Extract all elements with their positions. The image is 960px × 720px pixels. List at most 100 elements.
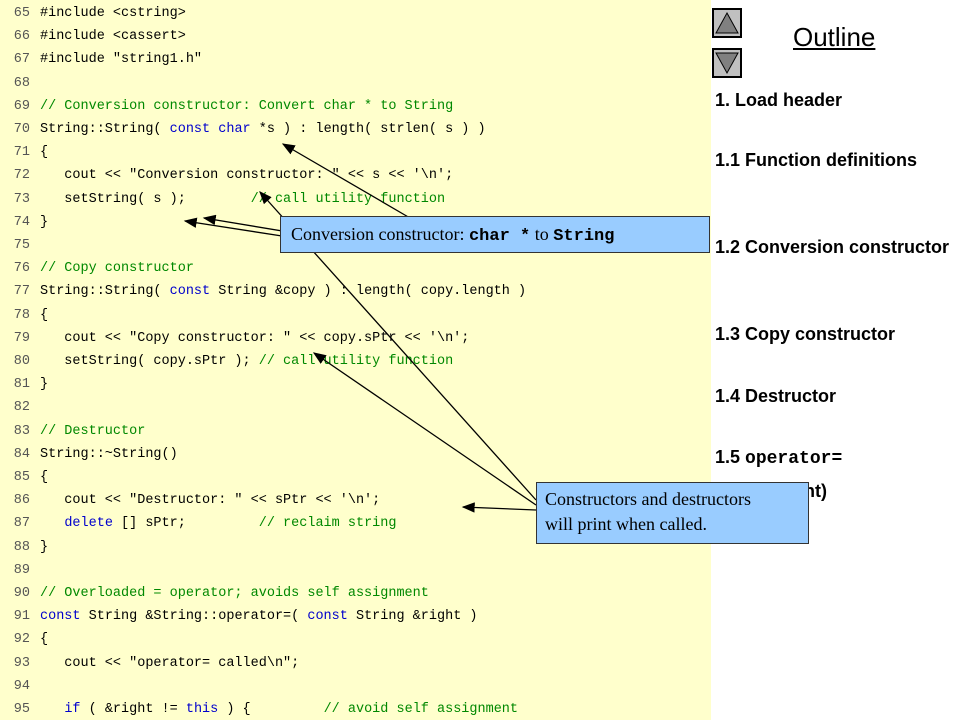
line-number: 75: [13, 238, 30, 253]
outline-item-function-definitions: 1.1 Function definitions: [715, 150, 917, 170]
code-line: 65 #include <cstring>: [0, 4, 186, 24]
code-text: }: [40, 377, 49, 393]
line-number: 93: [13, 655, 30, 671]
code-line: 76 // Copy constructor: [0, 259, 194, 279]
conversion-callout-mid: to: [530, 224, 554, 244]
line-number: 77: [13, 284, 30, 300]
code-text: String::String(: [40, 122, 170, 137]
conversion-callout-code1: char *: [468, 227, 531, 246]
outline-item-operator-code: operator=: [745, 449, 843, 469]
code-text: #include "string1.h": [40, 52, 203, 68]
code-text: String &String::operator=(: [80, 609, 308, 625]
code-comment: // avoid self assignment: [323, 702, 519, 717]
outline-item-prefix: 1.5: [715, 447, 746, 467]
code-line: 80 setString( copy.sPtr ); // call utili…: [0, 352, 453, 372]
code-text: cout << "Destructor: " << sPtr << '\n';: [40, 493, 381, 509]
code-line: 79 cout << "Copy constructor: " << copy.…: [0, 329, 470, 349]
code-text: String::~String(): [40, 446, 178, 462]
code-text: ( &right !=: [80, 702, 186, 717]
code-line: 66 #include <cassert>: [0, 27, 186, 47]
code-text: {: [40, 145, 49, 161]
code-line: 78{: [0, 306, 48, 326]
line-number: 71: [13, 145, 30, 161]
line-number: 91: [13, 609, 30, 625]
line-number: 74: [13, 214, 30, 230]
code-line: 87 delete [] sPtr; // reclaim string: [0, 514, 397, 534]
callout-arrow: [461, 502, 537, 513]
code-keyword: const: [40, 609, 81, 625]
line-number: 67: [13, 52, 30, 68]
line-number: 70: [13, 122, 30, 137]
line-number: 66: [13, 29, 30, 45]
code-comment: // call utility function: [250, 191, 446, 207]
constructor-destructor-callout-line1: Constructors and destructors: [545, 489, 751, 509]
code-text: [] sPtr;: [112, 516, 259, 532]
code-line: 84 String::~String(): [0, 445, 178, 465]
code-line: 90 // Overloaded = operator; avoids self …: [0, 584, 429, 604]
outline-title[interactable]: Outline: [793, 22, 876, 52]
code-line: 95 if ( &right != this ) { // avoid self…: [0, 700, 518, 720]
line-number: 94: [13, 678, 30, 694]
conversion-callout-prefix: Conversion constructor:: [291, 224, 469, 244]
code-comment: // Overloaded = operator; avoids self as…: [40, 586, 429, 601]
line-number: 95: [13, 702, 30, 717]
code-text: cout << "Conversion constructor: " << s …: [40, 168, 454, 184]
line-number: 68: [13, 75, 30, 91]
code-keyword: this: [185, 702, 219, 717]
code-listing-panel: 65 #include <cstring> 66 #include <cassert>…: [0, 0, 711, 720]
constructor-destructor-callout: Constructors and destructors will print …: [536, 482, 809, 544]
line-number: 76: [13, 261, 30, 277]
code-text: {: [40, 632, 49, 648]
next-slide-button[interactable]: [712, 48, 742, 78]
callout-arrow: [281, 143, 411, 219]
code-comment: // call utility function: [258, 354, 454, 369]
constructor-destructor-callout-line2: will print when called.: [545, 514, 707, 534]
code-comment: // reclaim string: [258, 516, 397, 532]
code-keyword: delete: [64, 516, 113, 532]
line-number: 65: [13, 6, 30, 21]
outline-item-conversion-constructor: 1.2 Conversion constructor: [715, 237, 950, 257]
code-line: 92 {: [0, 630, 48, 650]
code-line: 73 setString( s ); // call utility funct…: [0, 190, 445, 210]
line-number: 87: [13, 516, 30, 532]
line-number: 69: [13, 98, 30, 114]
line-number: 92: [13, 632, 30, 648]
code-keyword: if: [64, 702, 81, 717]
code-line: 67 #include "string1.h": [0, 50, 202, 70]
code-line: 74}: [0, 213, 48, 233]
code-line: 69 // Conversion constructor: Convert cha…: [0, 97, 453, 117]
outline-item-destructor-label: 1.4 Destructor: [715, 386, 837, 406]
code-keyword: const: [169, 284, 211, 300]
code-line: 71 {: [0, 143, 48, 163]
line-number: 83: [13, 423, 30, 439]
code-text: String::String(: [40, 284, 170, 300]
code-line: 88}: [0, 538, 48, 558]
code-line: 82: [0, 398, 40, 418]
line-number: 80: [13, 354, 30, 369]
previous-slide-button[interactable]: [712, 8, 742, 38]
code-keyword: char: [218, 122, 251, 137]
line-number: 86: [13, 493, 30, 509]
triangle-down-icon: [715, 52, 739, 75]
code-text: #include <cassert>: [40, 29, 186, 45]
code-text: setString( s );: [40, 191, 251, 207]
line-number: 84: [13, 446, 30, 462]
outline-item-load-header: 1. Load header: [715, 90, 843, 110]
code-line: 93 cout << "operator= called\n";: [0, 654, 299, 674]
triangle-up-icon: [715, 11, 739, 34]
line-number: 90: [13, 586, 30, 601]
code-comment: // Copy constructor: [40, 261, 194, 277]
code-text: {: [40, 470, 49, 485]
code-comment: // Destructor: [40, 423, 146, 439]
line-number: 79: [13, 330, 30, 346]
code-line: 68: [0, 74, 40, 94]
code-text: setString( copy.sPtr );: [40, 354, 259, 369]
code-text: #include <cstring>: [40, 6, 186, 21]
code-comment: // Conversion constructor: Convert char …: [40, 98, 454, 114]
line-number: 85: [13, 470, 30, 485]
line-number: 78: [13, 307, 30, 323]
